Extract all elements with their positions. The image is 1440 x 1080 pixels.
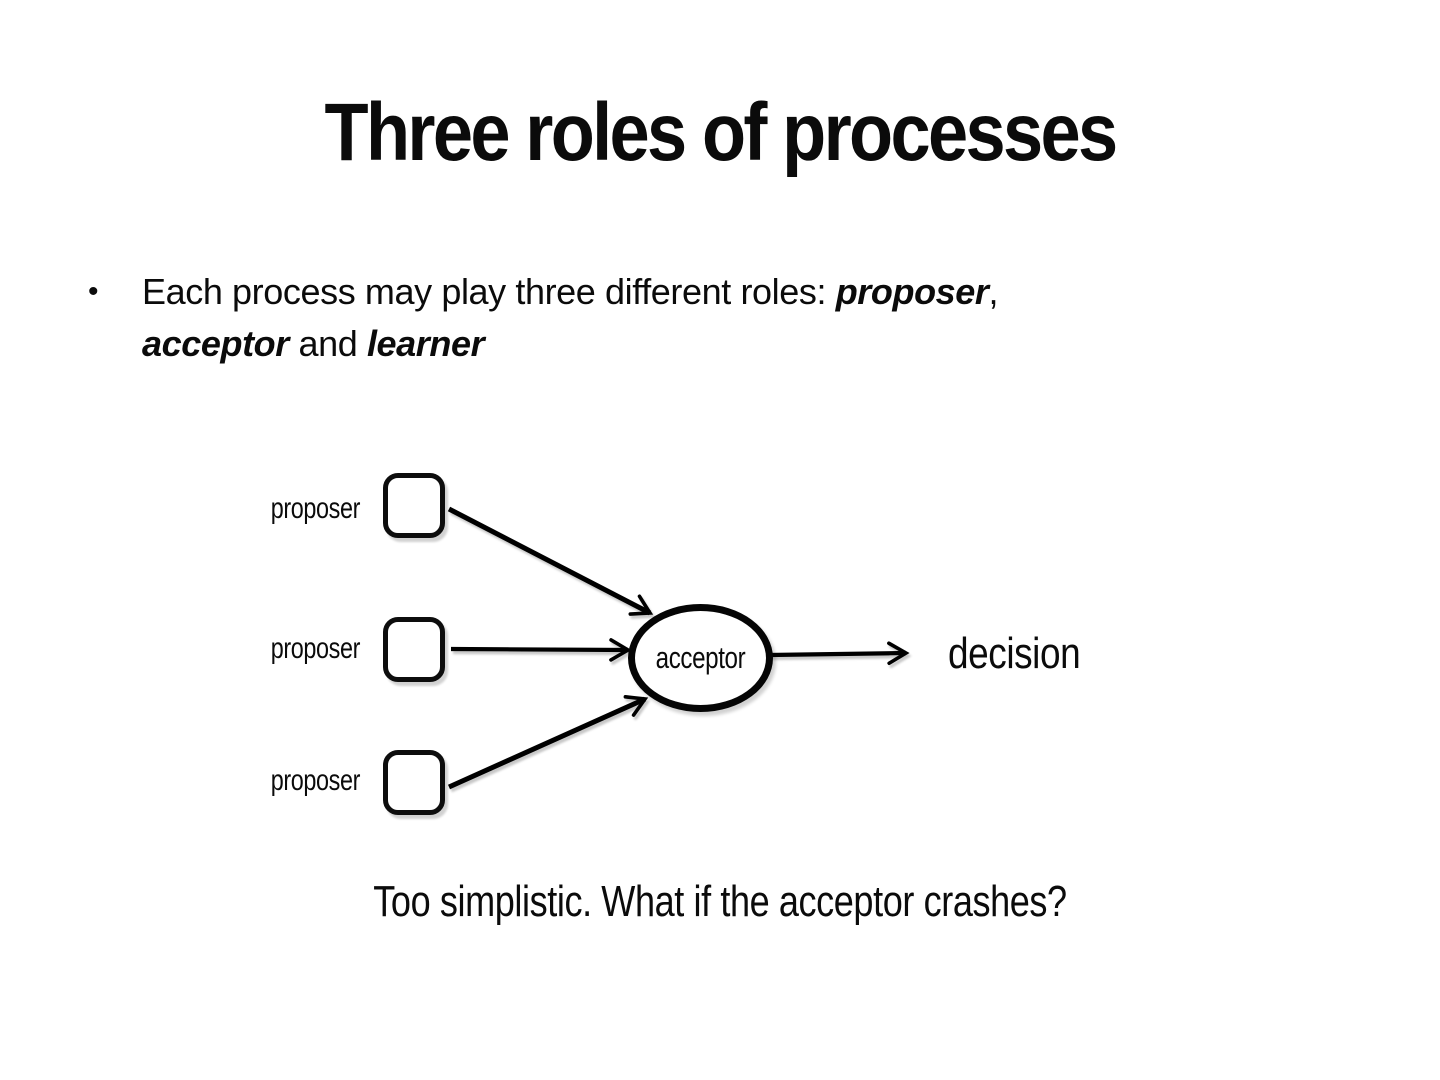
arrow-proposer3-to-acceptor: [447, 695, 649, 790]
arrow-acceptor-to-decision: [769, 641, 910, 666]
bullet-segment-learner: learner: [366, 323, 485, 364]
decision-label: decision: [948, 629, 1081, 678]
bullet-text: Each process may play three different ro…: [142, 266, 999, 370]
bullet-item: • Each process may play three different …: [88, 266, 1268, 370]
proposer-label-1: proposer: [270, 492, 361, 525]
proposer-label-3: proposer: [270, 764, 361, 797]
slide-title: Three roles of processes: [324, 87, 1119, 178]
bullet-marker: •: [88, 275, 99, 308]
caption-text: Too simplistic. What if the acceptor cra…: [373, 877, 1067, 926]
arrow-proposer2-to-acceptor: [450, 638, 632, 662]
bullet-segment-comma: ,: [988, 271, 999, 312]
proposer-label-2: proposer: [270, 632, 361, 665]
bullet-segment-normal: Each process may play three different ro…: [142, 271, 836, 312]
acceptor-node: acceptor: [628, 604, 773, 712]
acceptor-label: acceptor: [655, 640, 746, 675]
arrow-proposer1-to-acceptor: [447, 506, 654, 616]
bullet-segment-proposer: proposer: [835, 271, 989, 312]
proposer-node-3: [383, 750, 445, 815]
proposer-node-2: [383, 617, 445, 682]
bullet-segment-and: and: [288, 323, 367, 364]
proposer-node-1: [383, 473, 445, 538]
bullet-segment-acceptor: acceptor: [142, 323, 289, 364]
